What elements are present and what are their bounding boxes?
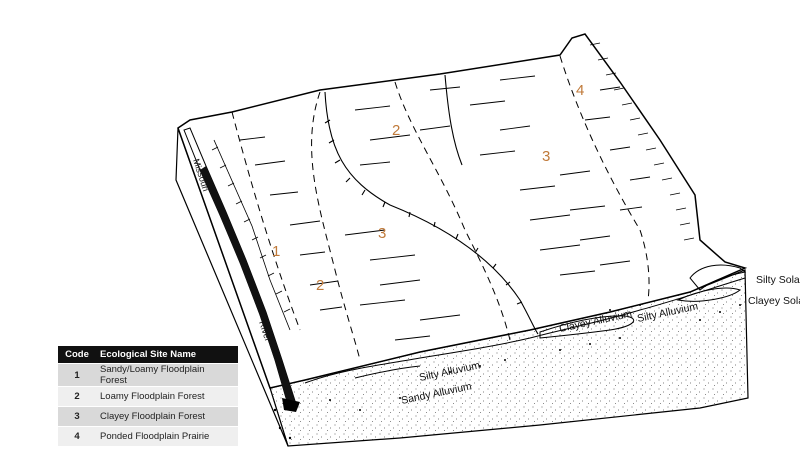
legend-row: 4 Ponded Floodplain Prairie [58,426,238,446]
site-number-1: 1 [272,243,280,260]
river-bank-dark [200,166,296,406]
legend-header-code: Code [58,346,96,364]
gravel-dots [273,304,741,440]
river-terrace-hatching [211,139,291,331]
legend-row: 1 Sandy/Loamy Floodplain Forest [58,363,238,387]
legend-header-name: Ecological Site Name [96,346,238,364]
legend-code: 3 [58,406,96,427]
site-number-2-upper: 2 [392,122,400,139]
legend-code: 4 [58,426,96,446]
silty-sola-label: Silty Sola [756,274,800,286]
legend-row: 2 Loamy Floodplain Forest [58,386,238,407]
river-mouth [282,398,300,412]
legend-header-row: Code Ecological Site Name [58,346,238,364]
legend-site-name: Clayey Floodplain Forest [96,406,238,427]
site-number-3-center: 3 [378,225,386,242]
site-number-2-lower: 2 [316,277,324,294]
slope-boundary [324,74,539,335]
alluvium-layers [304,277,746,384]
ponded-area [689,264,747,291]
legend-site-name: Ponded Floodplain Prairie [96,426,238,446]
legend-site-name: Loamy Floodplain Forest [96,386,238,407]
legend-code: 2 [58,386,96,407]
site-number-4: 4 [576,82,584,99]
legend-code: 1 [58,363,96,387]
top-surface [177,33,748,389]
right-escarpment-hatching [589,42,695,241]
surface-texture [239,75,651,341]
clayey-sola-label: Clayey Sola [748,295,800,307]
site-boundaries [231,55,650,361]
site-number-3-right: 3 [542,148,550,165]
ecological-site-legend: Code Ecological Site Name 1 Sandy/Loamy … [58,346,238,446]
legend-row: 3 Clayey Floodplain Forest [58,406,238,427]
legend-site-name: Sandy/Loamy Floodplain Forest [96,363,238,387]
